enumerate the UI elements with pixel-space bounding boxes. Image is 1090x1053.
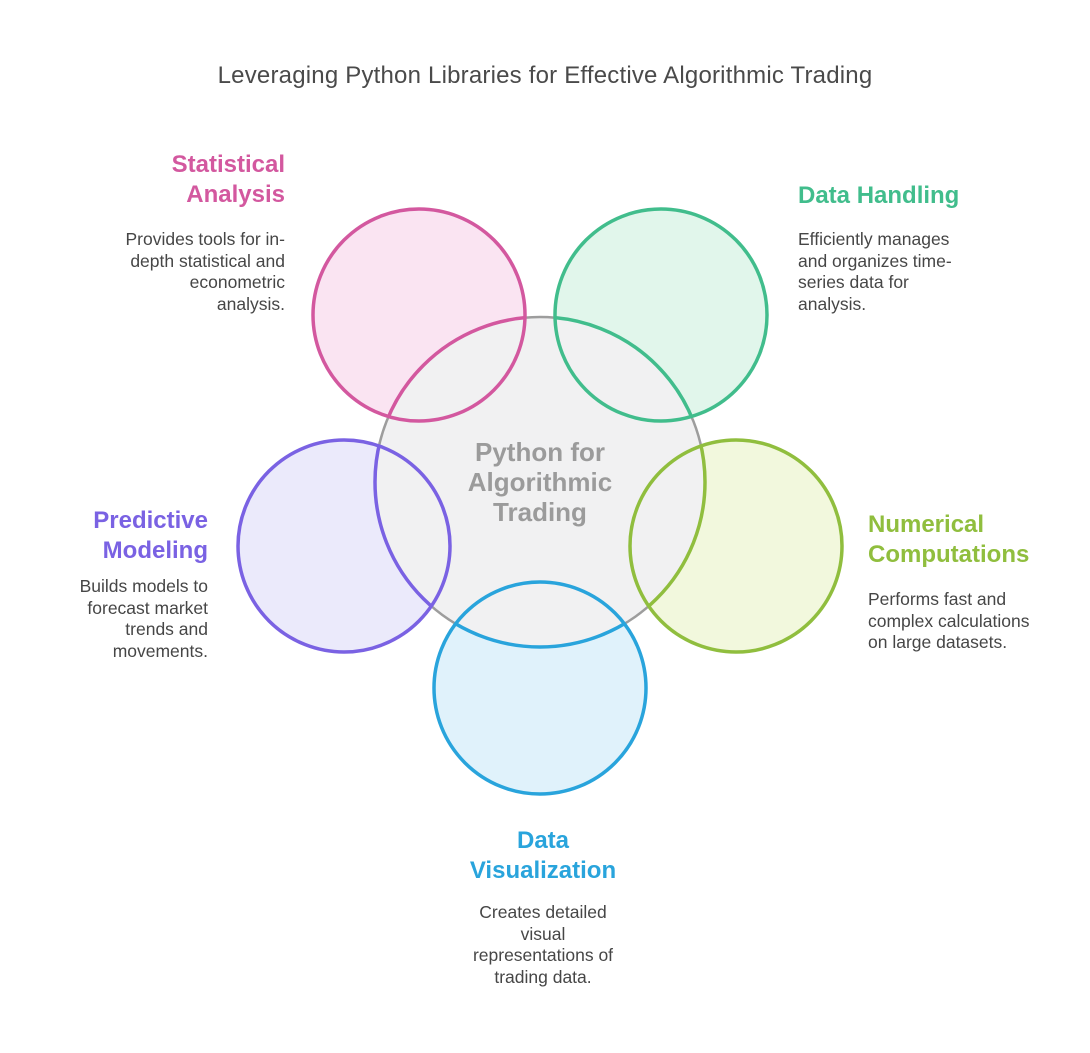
data-handling-description: Efficiently manages and organizes time- … xyxy=(798,229,952,314)
data-visualization-title: Data Visualization xyxy=(469,827,617,884)
data-visualization-center-arc xyxy=(434,582,646,649)
statistical-analysis-label-block: Statistical Analysis Provides tools for … xyxy=(125,150,285,315)
numerical-computations-center-arc xyxy=(630,440,707,649)
data-visualization-label-block: Data Visualization Creates detailed visu… xyxy=(433,826,653,988)
statistical-analysis-description: Provides tools for in- depth statistical… xyxy=(125,229,285,314)
data-visualization-circle-outline xyxy=(432,580,648,796)
data-handling-circle-outline xyxy=(553,207,769,423)
statistical-analysis-circle-outline xyxy=(311,207,527,423)
center-circle-fill xyxy=(375,317,705,647)
numerical-computations-label-block: Numerical Computations Performs fast and… xyxy=(868,510,1029,654)
center-circle-label: Python for Algorithmic Trading xyxy=(467,437,613,527)
predictive-modeling-title: Predictive Modeling xyxy=(93,507,208,564)
predictive-modeling-center-arc xyxy=(373,440,450,649)
data-visualization-description: Creates detailed visual representations … xyxy=(472,902,614,987)
numerical-computations-description: Performs fast and complex calculations o… xyxy=(868,589,1030,652)
statistical-analysis-title: Statistical Analysis xyxy=(171,151,285,208)
numerical-computations-circle-outline xyxy=(628,438,844,654)
page-title: Leveraging Python Libraries for Effectiv… xyxy=(217,62,873,89)
numerical-computations-title: Numerical Computations xyxy=(868,511,1030,568)
predictive-modeling-label-block: Predictive Modeling Builds models to for… xyxy=(80,506,208,662)
data-handling-label-block: Data Handling Efficiently manages and or… xyxy=(798,181,959,315)
predictive-modeling-circle-outline xyxy=(236,438,452,654)
predictive-modeling-description: Builds models to forecast market trends … xyxy=(79,576,208,661)
data-handling-title: Data Handling xyxy=(798,182,960,209)
